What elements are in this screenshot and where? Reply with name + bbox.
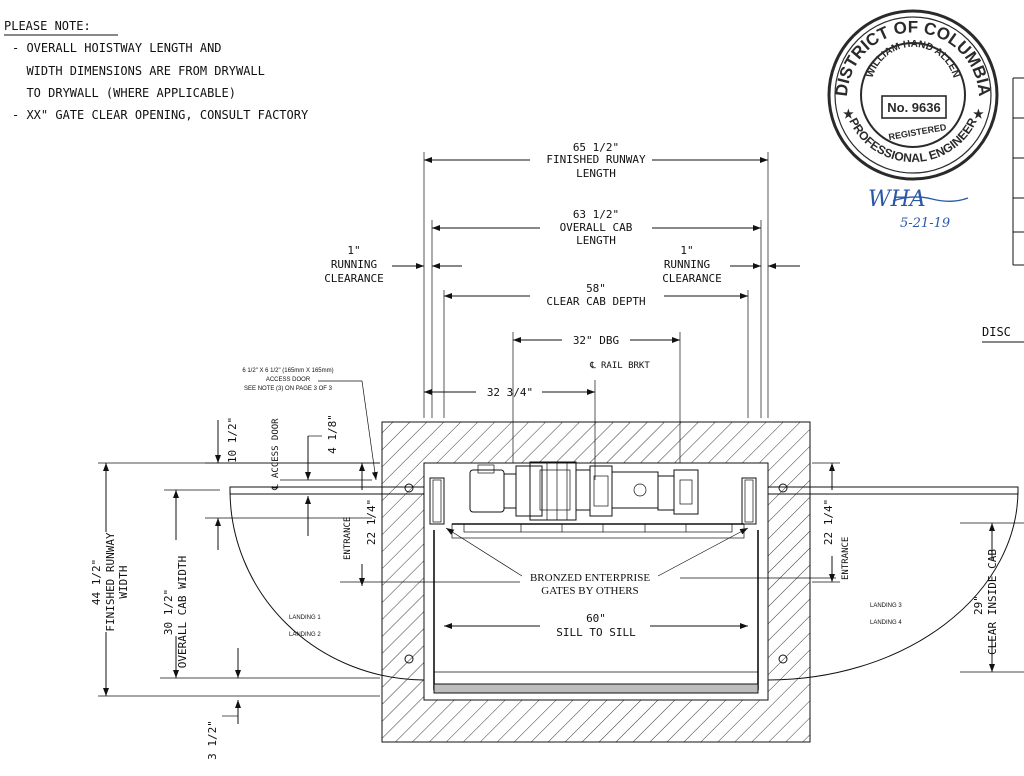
access-door-cl-symbol: ℄ <box>271 484 281 491</box>
cab-width-label: OVERALL CAB WIDTH <box>176 556 189 669</box>
access-door-cl-label: ACCESS DOOR <box>271 418 281 478</box>
cab-length-label1: OVERALL CAB <box>560 221 633 234</box>
landing-3-label: LANDING 3 <box>870 603 902 609</box>
running-left-label2: CLEARANCE <box>324 272 384 285</box>
access-door-note: 6 1/2" X 6 1/2" (165mm X 165mm) ACCESS D… <box>205 368 380 550</box>
bottom-dimension: 3 1/2" <box>206 720 219 760</box>
runway-length-label2: LENGTH <box>576 167 616 180</box>
entrance-right-value: 22 1/4" <box>822 499 835 545</box>
entrance-left-label: ENTRANCE <box>343 517 353 560</box>
door-swings <box>229 483 1019 681</box>
right-title-panel: DISC <box>982 77 1024 343</box>
gates-label-line2: GATES BY OTHERS <box>541 585 638 597</box>
entrance-right-label: ENTRANCE <box>841 537 851 580</box>
note-line-3: TO DRYWALL (WHERE APPLICABLE) <box>12 86 236 100</box>
note-line-2: WIDTH DIMENSIONS ARE FROM DRYWALL <box>12 64 265 78</box>
running-left-label1: RUNNING <box>331 258 377 271</box>
landing-1-label: LANDING 1 <box>289 615 321 621</box>
runway-length-label1: FINISHED RUNWAY <box>546 153 646 166</box>
rail-centerline-symbol: ℄ <box>589 361 596 371</box>
sill-to-sill-value: 60" <box>586 612 606 625</box>
gates-label-line1: BRONZED ENTERPRISE <box>530 572 650 584</box>
rail-bracket-label: RAIL BRKT <box>601 361 650 371</box>
top-dimensions: 65 1/2" FINISHED RUNWAY LENGTH 63 1/2" O… <box>324 141 800 480</box>
seal-number: No. 9636 <box>887 100 940 115</box>
center-labels: BRONZED ENTERPRISE GATES BY OTHERS 60" S… <box>289 527 902 639</box>
running-right-value: 1" <box>680 244 693 257</box>
dbg-dimension: 32" DBG <box>573 334 619 347</box>
clear-cab-depth-label: CLEAR CAB DEPTH <box>546 295 645 308</box>
notes-heading: PLEASE NOTE: <box>4 19 91 33</box>
cab-width-value: 30 1/2" <box>162 589 175 635</box>
rail-to-wall-dimension: 32 3/4" <box>487 386 533 399</box>
access-door-small-dim: 4 1/8" <box>326 414 339 454</box>
clear-cab-depth-value: 58" <box>586 282 606 295</box>
running-right-label2: CLEARANCE <box>662 272 722 285</box>
runway-length-value: 65 1/2" <box>573 141 619 154</box>
signature-date: 5-21-19 <box>900 216 950 231</box>
running-left-value: 1" <box>347 244 360 257</box>
entrance-left-value: 22 1/4" <box>365 499 378 545</box>
note-line-4: - XX" GATE CLEAR OPENING, CONSULT FACTOR… <box>12 108 309 122</box>
runway-width-value: 44 1/2" <box>90 559 103 605</box>
seal-star-left: ★ <box>843 107 854 121</box>
disc-label: DISC <box>982 325 1011 339</box>
engineer-seal: DISTRICT OF COLUMBIA WILLIAM HAND ALLEN … <box>827 9 999 181</box>
access-door-dim: 10 1/2" <box>226 417 239 463</box>
runway-width-label2: WIDTH <box>117 565 130 598</box>
access-door-note-line3: SEE NOTE (3) ON PAGE 3 OF 3 <box>244 386 333 392</box>
seal-star-right: ★ <box>973 107 984 121</box>
cab-length-label2: LENGTH <box>576 234 616 247</box>
running-right-label1: RUNNING <box>664 258 710 271</box>
right-dimensions: 22 1/4" ENTRANCE 29" CLEAR INSIDE CAB <box>680 462 1024 673</box>
sill-to-sill-label: SILL TO SILL <box>556 626 636 639</box>
access-door-note-line2: ACCESS DOOR <box>266 377 311 383</box>
note-line-1: - OVERALL HOISTWAY LENGTH AND <box>12 41 222 55</box>
left-dimensions: 44 1/2" FINISHED RUNWAY WIDTH 30 1/2" OV… <box>90 462 520 760</box>
cab-assembly <box>429 461 759 694</box>
signature: WHA 5-21-19 <box>868 187 969 231</box>
clear-inside-label: CLEAR INSIDE CAB <box>986 549 999 655</box>
seal-registered: REGISTERED <box>888 122 948 142</box>
notes-block: PLEASE NOTE: - OVERALL HOISTWAY LENGTH A… <box>4 19 309 122</box>
access-door-note-line1: 6 1/2" X 6 1/2" (165mm X 165mm) <box>242 368 333 374</box>
seal-top-text: DISTRICT OF COLUMBIA <box>832 18 994 98</box>
runway-width-label1: FINISHED RUNWAY <box>104 532 117 632</box>
landing-4-label: LANDING 4 <box>870 620 902 626</box>
landing-2-label: LANDING 2 <box>289 632 321 638</box>
clear-inside-value: 29" <box>972 595 985 615</box>
hoistway-walls <box>381 421 811 743</box>
cab-length-value: 63 1/2" <box>573 208 619 221</box>
